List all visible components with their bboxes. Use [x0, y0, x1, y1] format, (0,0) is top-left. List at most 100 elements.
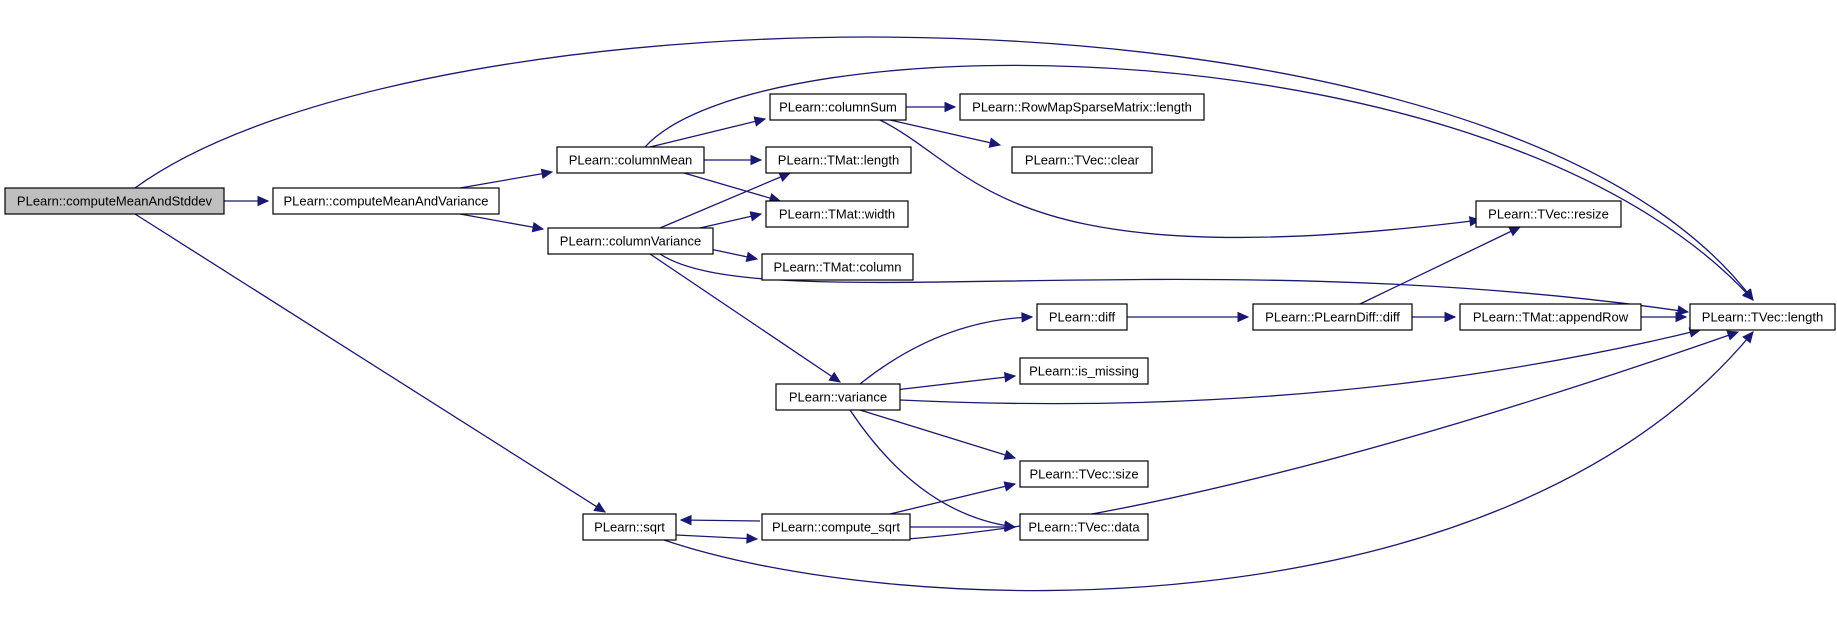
node-box[interactable] [765, 146, 912, 174]
arrowhead-columnVariance-to-TMat_length [778, 172, 792, 182]
node-RowMapSparseMatrix_length[interactable]: PLearn::RowMapSparseMatrix::length [959, 93, 1205, 121]
arrowhead-TMat_appendRow-to-TVec_length [1675, 311, 1688, 323]
node-PLearnDiff_diff[interactable]: PLearn::PLearnDiff::diff [1252, 303, 1413, 331]
node-box[interactable] [1036, 303, 1128, 331]
node-TMat_appendRow[interactable]: PLearn::TMat::appendRow [1459, 303, 1642, 331]
edge-computeMeanAndVariance-to-columnVariance [459, 213, 544, 230]
edge-variance-to-TVec_data [849, 409, 1016, 528]
arrowhead-columnVariance-to-TMat_column [745, 251, 759, 262]
node-label: PLearn::TMat::length [778, 153, 899, 168]
node-box[interactable] [4, 187, 225, 215]
node-computeMeanAndStddev[interactable]: PLearn::computeMeanAndStddev [4, 187, 225, 215]
node-computeMeanAndVariance[interactable]: PLearn::computeMeanAndVariance [272, 187, 500, 215]
arrowhead-columnSum-to-RowMapSparseMatrix_length [944, 101, 957, 113]
arrowhead-columnSum-to-TVec_resize [1468, 216, 1482, 227]
node-box[interactable] [765, 200, 909, 228]
arrowhead-columnMean-to-TMat_length [750, 154, 763, 166]
node-box[interactable] [1252, 303, 1413, 331]
node-label: PLearn::TMat::column [774, 260, 902, 275]
node-columnVariance[interactable]: PLearn::columnVariance [547, 227, 714, 255]
arrowhead-PLearnDiff_diff-to-TMat_appendRow [1444, 311, 1457, 323]
edge-computeMeanAndStddev-to-TVec_length [134, 36, 1754, 301]
node-TMat_length[interactable]: PLearn::TMat::length [765, 146, 912, 174]
arrowhead-variance-to-diff [1021, 312, 1034, 323]
edge-sqrt-to-compute_sqrt [675, 534, 758, 540]
node-box[interactable] [1019, 357, 1149, 385]
node-box[interactable] [547, 227, 714, 255]
node-box[interactable] [1475, 200, 1622, 228]
node-box[interactable] [959, 93, 1205, 121]
node-compute_sqrt[interactable]: PLearn::compute_sqrt [761, 513, 911, 541]
arrowhead-variance-to-TVec_size [1003, 449, 1017, 460]
arrowhead-compute_sqrt-to-sqrt [679, 514, 692, 526]
node-box[interactable] [775, 383, 901, 411]
node-TMat_column[interactable]: PLearn::TMat::column [761, 253, 914, 281]
node-TVec_length[interactable]: PLearn::TVec::length [1689, 303, 1836, 331]
arrowhead-columnSum-to-TVec_clear [988, 137, 1002, 148]
node-label: PLearn::computeMeanAndVariance [284, 194, 489, 209]
node-sqrt[interactable]: PLearn::sqrt [582, 513, 677, 541]
edge-columnVariance-to-variance [649, 253, 841, 383]
arrowhead-computeMeanAndVariance-to-columnMean [540, 168, 554, 179]
node-label: PLearn::is_missing [1029, 364, 1139, 379]
node-label: PLearn::sqrt [594, 520, 665, 535]
node-label: PLearn::columnSum [779, 100, 897, 115]
edge-columnMean-to-TMat_width [683, 172, 781, 202]
edge-compute_sqrt-to-sqrt [680, 519, 761, 522]
arrowhead-PLearnDiff_diff-to-TVec_resize [1508, 226, 1522, 237]
edge-compute_sqrt-to-TVec_length [892, 331, 1739, 541]
edge-computeMeanAndVariance-to-columnMean [459, 171, 553, 189]
arrowhead-diff-to-PLearnDiff_diff [1237, 311, 1250, 323]
node-label: PLearn::TVec::resize [1488, 207, 1609, 222]
node-box[interactable] [761, 253, 914, 281]
arrowhead-columnVariance-to-variance [828, 371, 842, 383]
arrowhead-columnVariance-to-TMat_width [749, 211, 763, 222]
node-label: PLearn::columnMean [569, 153, 693, 168]
node-label: PLearn::TMat::appendRow [1473, 310, 1629, 325]
arrowhead-variance-to-is_missing [1003, 371, 1017, 383]
node-box[interactable] [1019, 513, 1149, 541]
node-box[interactable] [769, 93, 907, 121]
arrowhead-columnMean-to-columnSum [753, 116, 767, 127]
node-TVec_size[interactable]: PLearn::TVec::size [1019, 460, 1149, 488]
node-label: PLearn::TVec::length [1702, 310, 1823, 325]
node-diff[interactable]: PLearn::diff [1036, 303, 1128, 331]
edge-columnVariance-to-TMat_length [659, 172, 791, 229]
node-label: PLearn::diff [1049, 310, 1116, 325]
arrowhead-computeMeanAndVariance-to-columnVariance [531, 221, 545, 233]
edge-computeMeanAndStddev-to-sqrt [134, 213, 606, 513]
node-columnMean[interactable]: PLearn::columnMean [556, 146, 705, 174]
edge-variance-to-is_missing [894, 375, 1016, 391]
arrowhead-sqrt-to-compute_sqrt [746, 533, 759, 544]
node-box[interactable] [272, 187, 500, 215]
node-is_missing[interactable]: PLearn::is_missing [1019, 357, 1149, 385]
arrowhead-columnVariance-to-TVec_length [1676, 305, 1690, 316]
node-box[interactable] [761, 513, 911, 541]
edge-columnSum-to-TVec_resize [879, 119, 1481, 238]
edge-variance-to-diff [859, 316, 1033, 385]
node-box[interactable] [556, 146, 705, 174]
node-TMat_width[interactable]: PLearn::TMat::width [765, 200, 909, 228]
edge-variance-to-TVec_length [899, 329, 1701, 405]
node-TVec_clear[interactable]: PLearn::TVec::clear [1011, 146, 1153, 174]
node-label: PLearn::TVec::clear [1025, 153, 1140, 168]
node-box[interactable] [1459, 303, 1642, 331]
edge-columnVariance-to-TVec_length [659, 253, 1689, 313]
node-label: PLearn::RowMapSparseMatrix::length [972, 100, 1192, 115]
node-box[interactable] [1011, 146, 1153, 174]
node-box[interactable] [1019, 460, 1149, 488]
arrowhead-computeMeanAndStddev-to-sqrt [593, 501, 607, 513]
arrowhead-compute_sqrt-to-TVec_size [1003, 481, 1017, 492]
node-box[interactable] [1689, 303, 1836, 331]
node-TVec_data[interactable]: PLearn::TVec::data [1019, 513, 1149, 541]
arrowhead-columnMean-to-TVec_length [1742, 288, 1754, 301]
node-variance[interactable]: PLearn::variance [775, 383, 901, 411]
node-columnSum[interactable]: PLearn::columnSum [769, 93, 907, 121]
arrowhead-compute_sqrt-to-TVec_length [1726, 330, 1740, 341]
node-TVec_resize[interactable]: PLearn::TVec::resize [1475, 200, 1622, 228]
node-box[interactable] [582, 513, 677, 541]
edge-columnSum-to-TVec_clear [889, 119, 1001, 146]
node-label: PLearn::compute_sqrt [772, 520, 900, 535]
node-label: PLearn::TMat::width [779, 207, 895, 222]
